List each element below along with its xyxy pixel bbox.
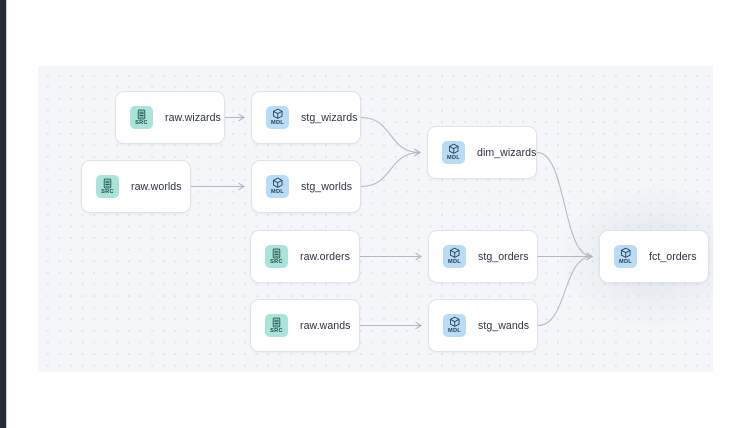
- arrowhead-raw_worlds-to-stg_worlds: [238, 182, 245, 191]
- mdl-badge: MDL: [266, 175, 289, 198]
- mdl-badge: MDL: [614, 245, 637, 268]
- node-raw_wands[interactable]: SRC raw.wands: [250, 299, 360, 352]
- mdl-badge: MDL: [442, 141, 465, 164]
- node-fct_orders[interactable]: MDL fct_orders: [599, 230, 709, 283]
- node-raw_worlds[interactable]: SRC raw.worlds: [81, 160, 191, 213]
- database-icon: [271, 248, 282, 259]
- cube-icon: [448, 143, 460, 155]
- mdl-tag-label: MDL: [447, 327, 462, 334]
- node-label: raw.worlds: [131, 180, 182, 193]
- node-raw_orders[interactable]: SRC raw.orders: [250, 230, 360, 283]
- mdl-badge: MDL: [266, 106, 289, 129]
- node-label: stg_wizards: [301, 111, 358, 124]
- node-stg_wizards[interactable]: MDL stg_wizards: [251, 91, 361, 144]
- mdl-tag-label: MDL: [270, 119, 285, 126]
- node-label: dim_wizards: [477, 146, 537, 159]
- node-dim_wizards[interactable]: MDL dim_wizards: [427, 126, 537, 179]
- arrowhead-raw_wizards-to-stg_wizards: [238, 113, 245, 122]
- src-tag-label: SRC: [270, 258, 283, 265]
- src-badge: SRC: [96, 175, 119, 198]
- node-raw_wizards[interactable]: SRC raw.wizards: [115, 91, 225, 144]
- node-label: stg_worlds: [301, 180, 353, 193]
- edge-stg_worlds-to-dim_wizards: [360, 151, 421, 188]
- cube-icon: [272, 108, 284, 120]
- src-badge: SRC: [130, 106, 153, 129]
- node-stg_orders[interactable]: MDL stg_orders: [428, 230, 538, 283]
- src-tag-label: SRC: [270, 327, 283, 334]
- src-badge: SRC: [265, 245, 288, 268]
- graph-edges: [191, 113, 593, 330]
- mdl-tag-label: MDL: [618, 258, 633, 265]
- node-label: raw.wizards: [165, 111, 221, 124]
- src-tag-label: SRC: [101, 188, 114, 195]
- arrowhead-raw_orders-to-stg_orders: [415, 252, 422, 261]
- mdl-tag-label: MDL: [270, 188, 285, 195]
- node-label: fct_orders: [649, 250, 697, 263]
- node-stg_wands[interactable]: MDL stg_wands: [428, 299, 538, 352]
- mdl-badge: MDL: [443, 314, 466, 337]
- cube-icon: [272, 177, 284, 189]
- src-badge: SRC: [265, 314, 288, 337]
- mdl-tag-label: MDL: [447, 258, 462, 265]
- left-rail-divider: [6, 0, 7, 428]
- cube-icon: [449, 247, 461, 259]
- edge-stg_wands-to-fct_orders: [537, 255, 593, 327]
- database-icon: [271, 317, 282, 328]
- node-label: stg_orders: [478, 250, 529, 263]
- src-tag-label: SRC: [135, 119, 148, 126]
- node-label: stg_wands: [478, 319, 530, 332]
- arrowhead-raw_wands-to-stg_wands: [415, 321, 422, 330]
- node-stg_worlds[interactable]: MDL stg_worlds: [251, 160, 361, 213]
- arrowhead-stg_worlds-to-dim_wizards: [414, 148, 421, 157]
- left-accent-rail: [0, 0, 6, 428]
- node-label: raw.orders: [300, 250, 350, 263]
- cube-icon: [449, 316, 461, 328]
- node-label: raw.wands: [300, 319, 351, 332]
- arrowhead-stg_wands-to-fct_orders: [586, 252, 593, 261]
- mdl-badge: MDL: [443, 245, 466, 268]
- edge-stg_wizards-to-dim_wizards: [360, 116, 421, 154]
- database-icon: [102, 178, 113, 189]
- edge-dim_wizards-to-fct_orders: [536, 151, 593, 258]
- database-icon: [136, 109, 147, 120]
- mdl-tag-label: MDL: [446, 154, 461, 161]
- cube-icon: [620, 247, 632, 259]
